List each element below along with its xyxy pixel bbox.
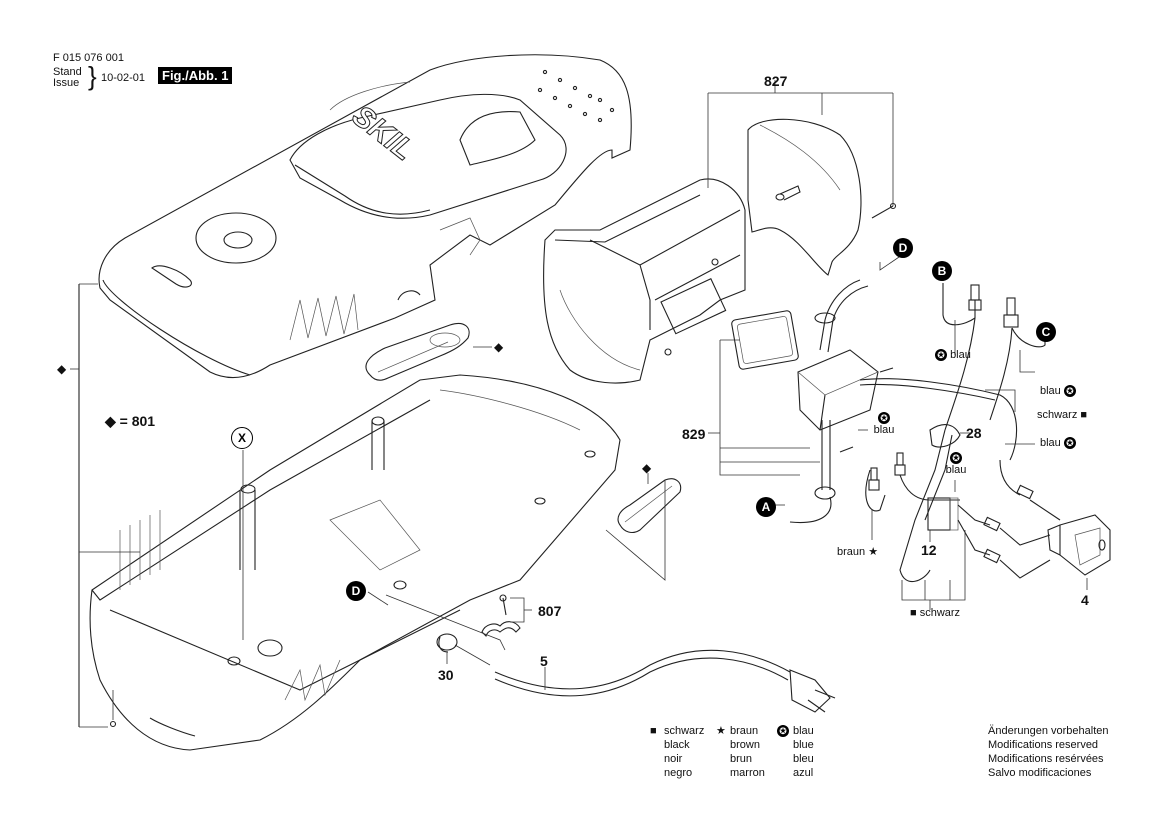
wire-label-blau-b: ✪ blau	[935, 349, 971, 362]
brown-star-icon: ★	[716, 725, 726, 737]
part-label-4: 4	[1081, 592, 1089, 608]
figure-label: Fig./Abb. 1	[158, 67, 233, 84]
blue-star-icon: ✪	[1063, 437, 1076, 450]
black-square-icon: ■	[1080, 409, 1088, 421]
part-label-801-note: ◆ = 801	[105, 413, 156, 429]
part-label-807: 807	[538, 603, 562, 619]
brown-star-icon: ★	[868, 546, 879, 558]
part-label-30: 30	[438, 667, 454, 683]
blue-star-icon: ✪	[878, 412, 890, 425]
brace-icon: }	[88, 61, 97, 91]
diamond-marker-upper-grip: ◆	[494, 340, 504, 354]
issue-label: Issue	[53, 77, 80, 89]
part-label-5: 5	[540, 653, 548, 669]
wire-label-blau-mid-left: ✪ blau	[873, 412, 895, 437]
black-square-icon: ■	[650, 725, 657, 737]
legend-brown: ★braun brown brun marron	[716, 725, 765, 779]
brand-logo: SKIL	[346, 99, 420, 167]
legend-black: ■schwarz black noir negro	[650, 725, 705, 779]
top-housing-cover	[98, 54, 632, 379]
wiring-harness	[859, 283, 1061, 582]
wire-label-blau-c: blau ✪	[1040, 385, 1076, 398]
callout-d-bottom: D	[346, 581, 366, 601]
callout-a: A	[756, 497, 776, 517]
part-label-827: 827	[764, 73, 788, 89]
modifications-disclaimer: Änderungen vorbehalten Modifications res…	[988, 725, 1109, 779]
strain-relief-grommet	[436, 633, 458, 653]
callout-c: C	[1036, 322, 1056, 342]
part-label-829: 829	[682, 426, 706, 442]
blue-star-icon: ✪	[950, 452, 962, 465]
part-label-28: 28	[966, 425, 982, 441]
stand-label: Stand	[53, 66, 82, 78]
wire-label-blau-mid-right: blau ✪	[1040, 437, 1076, 450]
blue-star-icon: ✪	[1063, 385, 1076, 398]
on-off-switch	[1047, 514, 1111, 576]
cable-clamp	[481, 594, 521, 638]
blue-star-icon: ✪	[777, 725, 789, 738]
side-grip-lower	[617, 478, 682, 534]
wire-label-blau-center: ✪ blau	[945, 452, 967, 477]
part-number: F 015 076 001	[53, 52, 124, 64]
black-square-icon: ■	[910, 607, 917, 619]
issue-date: 10-02-01	[101, 72, 146, 84]
callout-b: B	[932, 261, 952, 281]
power-cord	[494, 649, 836, 713]
diamond-marker-left: ◆	[57, 362, 67, 376]
lower-housing	[89, 374, 621, 751]
side-grip-upper	[365, 322, 470, 381]
wire-label-braun: braun ★	[837, 546, 879, 558]
blue-star-icon: ✪	[935, 349, 947, 362]
wire-label-schwarz-right: schwarz ■	[1037, 409, 1088, 421]
rear-end-cap	[747, 118, 897, 276]
diamond-marker-lower-grip: ◆	[642, 461, 652, 475]
motor-housing	[543, 178, 746, 384]
legend-blue: ✪blau blue bleu azul	[777, 724, 814, 780]
callout-x: X	[231, 427, 253, 449]
callout-d-top: D	[893, 238, 913, 258]
mains-cable-grommet	[731, 279, 894, 524]
wire-label-schwarz-bottom: ■ schwarz	[910, 607, 961, 619]
part-label-12: 12	[921, 542, 937, 558]
